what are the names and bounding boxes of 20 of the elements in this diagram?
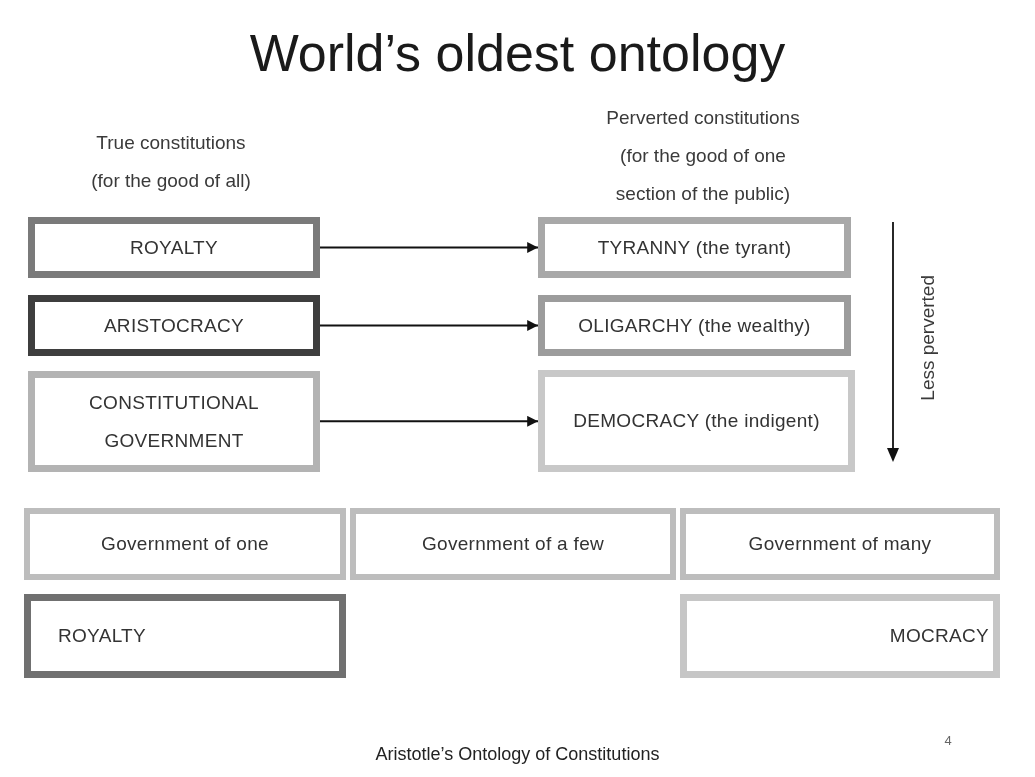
column-heading: True constitutions (for the good of all) [90, 131, 252, 193]
diagram-caption: Aristotle’s Ontology of Constitutions [375, 743, 660, 766]
category-box: Government of a few [350, 508, 676, 580]
category-box: Government of one [24, 508, 346, 580]
constitution-box: ROYALTY [28, 217, 320, 278]
constitution-box: ARISTOCRACY [28, 295, 320, 356]
constitution-box: DEMOCRACY (the indigent) [538, 370, 855, 472]
direction-label: Less perverted [916, 275, 939, 401]
constitution-box: MOCRACY [680, 594, 1000, 678]
diagram-title: World’s oldest ontology [249, 23, 786, 84]
arrow [319, 415, 539, 427]
page-number: 4 [943, 732, 953, 750]
arrow [319, 320, 539, 331]
category-box: Government of many [680, 508, 1000, 580]
constitution-box: OLIGARCHY (the wealthy) [538, 295, 851, 356]
column-heading: Perverted constitutions (for the good of one section of the public) [605, 106, 801, 206]
constitution-box: CONSTITUTIONAL GOVERNMENT [28, 371, 320, 472]
constitution-box: TYRANNY (the tyrant) [538, 217, 851, 278]
arrow [319, 242, 539, 253]
constitution-box: ROYALTY [24, 594, 346, 678]
